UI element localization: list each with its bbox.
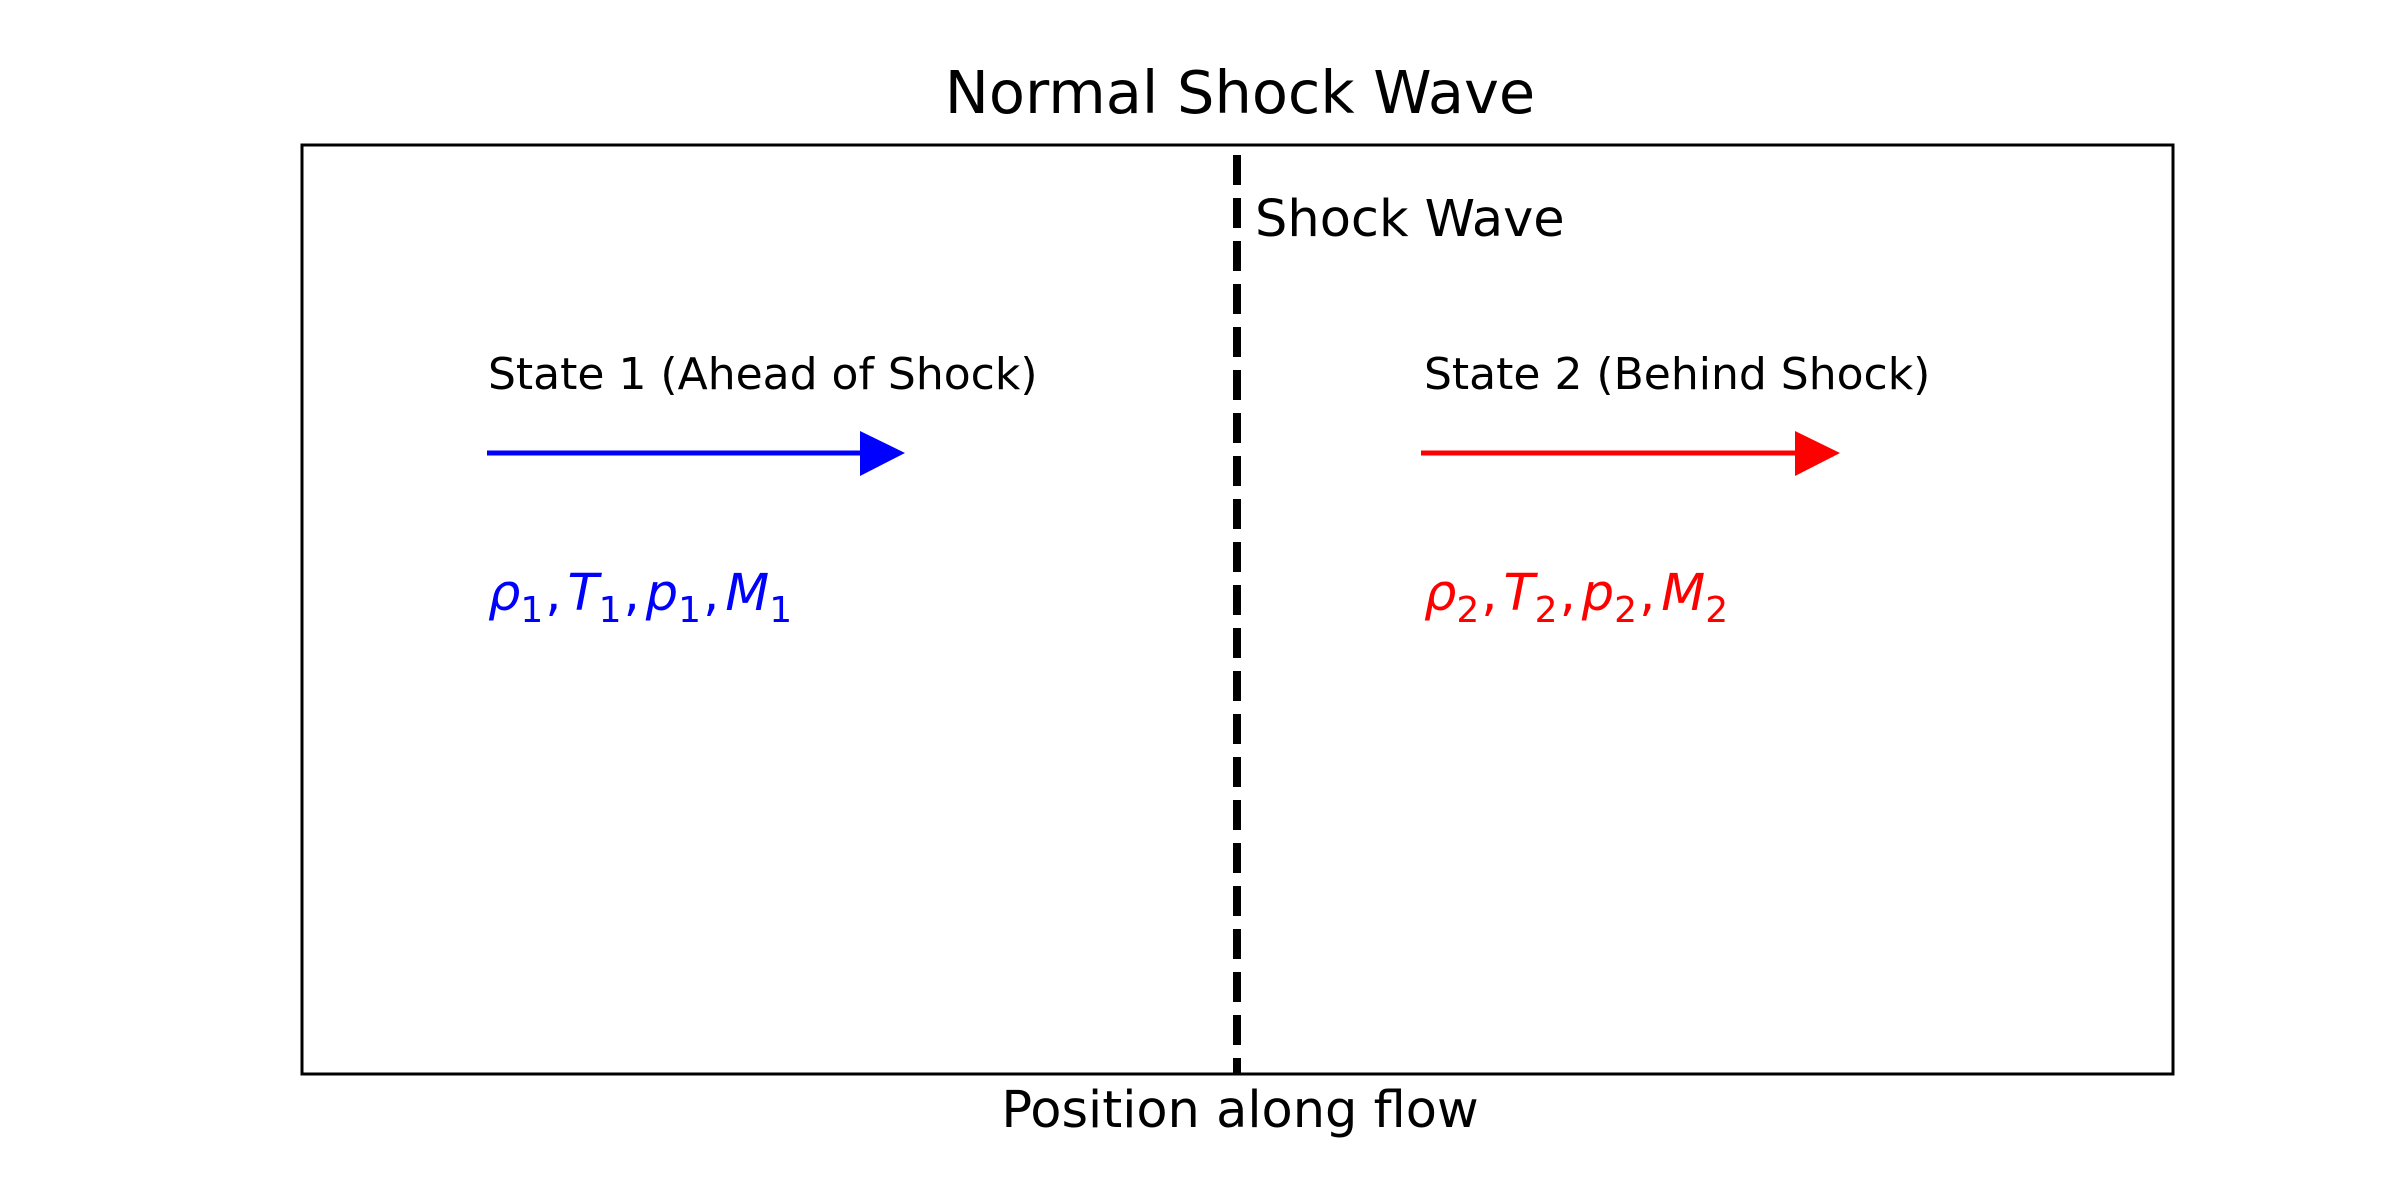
state1-variable-subscript: 1 (769, 590, 793, 631)
state2-variable: T2 (1503, 564, 1558, 629)
state1-variables: ρ1,T1,p1,M1 (488, 568, 792, 629)
state1-variable-separator: , (703, 564, 720, 623)
state2-variable-symbol: p (1581, 564, 1615, 623)
state1-variable-subscript: 1 (520, 590, 544, 631)
state2-variable-symbol: M (1661, 564, 1706, 623)
state2-variable-symbol: ρ (1424, 564, 1457, 623)
state2-variable-subscript: 2 (1614, 590, 1638, 631)
state1-variable-symbol: T (567, 564, 599, 623)
state1-variable-separator: , (545, 564, 562, 623)
state1-variable-symbol: M (725, 564, 770, 623)
state2-variable-separator: , (1481, 564, 1498, 623)
state1-variable-symbol: ρ (488, 564, 521, 623)
state1-variable: M1 (725, 564, 792, 629)
state2-variables: ρ2,T2,p2,M2 (1424, 568, 1728, 629)
state2-variable-subscript: 2 (1534, 590, 1558, 631)
state2-variable-subscript: 2 (1705, 590, 1729, 631)
state2-variable-symbol: T (1503, 564, 1535, 623)
state1-variable: ρ1 (488, 564, 543, 629)
state2-variable-subscript: 2 (1456, 590, 1480, 631)
state1-flow-arrow (487, 431, 905, 476)
state2-arrow-head (1795, 431, 1840, 476)
state1-variable-symbol: p (645, 564, 679, 623)
state1-variable: p1 (645, 564, 701, 629)
state1-label: State 1 (Ahead of Shock) (488, 349, 1038, 400)
state1-variable-separator: , (623, 564, 640, 623)
state2-variable: ρ2 (1424, 564, 1479, 629)
x-axis-label: Position along flow (1001, 1081, 1479, 1140)
state2-variable-separator: , (1639, 564, 1656, 623)
state2-flow-arrow (1421, 431, 1840, 476)
state1-variable-subscript: 1 (678, 590, 702, 631)
diagram-title: Normal Shock Wave (944, 58, 1536, 127)
shock-wave-label: Shock Wave (1255, 190, 1565, 249)
state2-variable: M2 (1661, 564, 1728, 629)
state2-variable: p2 (1581, 564, 1637, 629)
state2-label: State 2 (Behind Shock) (1424, 349, 1931, 400)
state1-variable: T1 (567, 564, 622, 629)
state2-variable-separator: , (1559, 564, 1576, 623)
state1-arrow-head (860, 431, 905, 476)
state1-variable-subscript: 1 (598, 590, 622, 631)
